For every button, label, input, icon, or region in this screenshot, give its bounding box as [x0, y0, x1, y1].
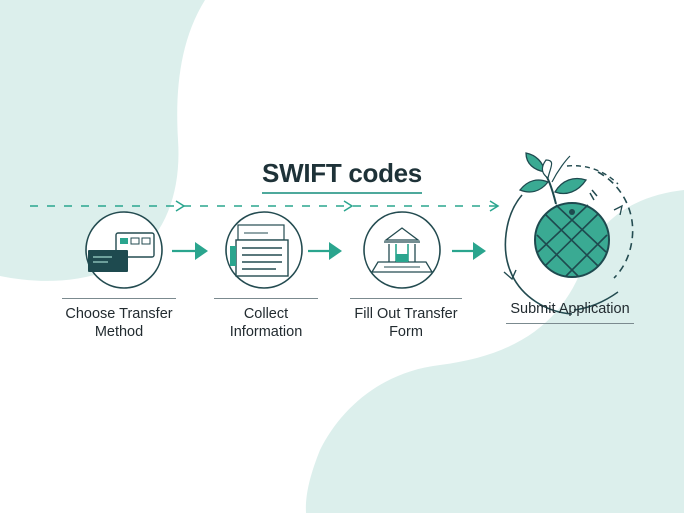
step-label-submit-application: Submit Application [506, 300, 634, 324]
diagram-title: SWIFT codes [262, 158, 422, 188]
arrow-right-icon [172, 242, 208, 260]
step-3-label-line-2: Form [389, 324, 423, 340]
globe-leaf-icon [503, 152, 634, 315]
step-2-label-line-2: Information [229, 324, 303, 340]
label-rule [506, 323, 634, 324]
card-icon [85, 211, 163, 289]
step-label-fill-out-transfer-form: Fill Out Transfer Form [350, 298, 462, 341]
document-icon [225, 211, 303, 289]
arrow-right-icon [308, 242, 342, 260]
title-underline [262, 192, 422, 194]
step-4-label-line-1: Submit Application [510, 301, 630, 317]
dashed-guide-line [30, 200, 500, 212]
bank-form-icon [363, 211, 441, 289]
step-1-label-line-2: Method [94, 324, 144, 340]
step-2-label-line-1: Collect [243, 306, 289, 322]
step-1-label-line-1: Choose Transfer [65, 306, 173, 322]
step-label-choose-transfer-method: Choose Transfer Method [62, 298, 176, 341]
arrow-right-icon [452, 242, 486, 260]
label-rule [62, 298, 176, 299]
label-rule [350, 298, 462, 299]
label-rule [214, 298, 318, 299]
step-3-label-line-1: Fill Out Transfer [354, 306, 458, 322]
top-left-blob [0, 0, 205, 281]
step-label-collect-information: Collect Information [214, 298, 318, 341]
